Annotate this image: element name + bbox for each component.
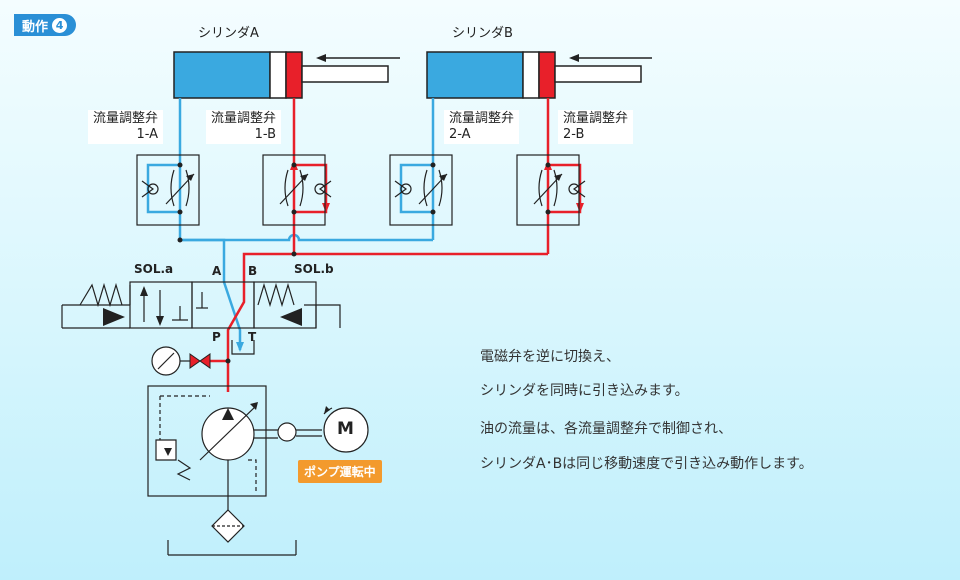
flow-valve-symbols: [136, 154, 586, 226]
cylinder-a: [173, 51, 400, 99]
step-number: 4: [52, 17, 68, 33]
flow-valve-2b-label: 流量調整弁 2-B: [558, 110, 634, 144]
junction-dots: [177, 162, 551, 364]
port-a-label: A: [212, 264, 222, 278]
port-b-label: B: [248, 264, 258, 278]
flow-valve-id: 2-A: [449, 127, 471, 142]
flow-valve-id: 2-B: [563, 127, 585, 142]
description-line-2: シリンダを同時に引き込みます。: [480, 383, 689, 399]
port-p-label: P: [212, 330, 221, 344]
cylinder-b: [426, 51, 652, 99]
flow-valve-2a-label: 流量調整弁 2-A: [444, 110, 520, 144]
solenoid-arrowheads: [103, 286, 302, 326]
tank-return: [231, 340, 255, 355]
flow-valve-arrowheads: [186, 174, 562, 181]
flow-valve-title: 流量調整弁: [93, 111, 159, 126]
cylinder-b-label: シリンダB: [452, 26, 513, 41]
description-line-4: シリンダA･Bは同じ移動速度で引き込み動作します。: [480, 456, 813, 472]
pump-unit: [147, 385, 369, 556]
flow-valve-title: 流量調整弁: [563, 111, 629, 126]
motor-label: M: [337, 419, 354, 439]
sol-a-label: SOL.a: [134, 262, 174, 276]
port-t-label: T: [248, 330, 257, 344]
flow-valve-id: 1-B: [254, 127, 277, 142]
pump-status-badge: ポンプ運転中: [298, 460, 382, 483]
step-badge: 動作 4: [14, 14, 77, 36]
pressure-lines: [210, 98, 582, 392]
cylinder-a-label: シリンダA: [198, 26, 259, 41]
description-line-3: 油の流量は、各流量調整弁で制御され、: [480, 421, 733, 437]
flow-valve-1a-label: 流量調整弁 1-A: [88, 110, 164, 144]
pressure-gauge: [151, 346, 190, 376]
flow-valve-title: 流量調整弁: [449, 111, 515, 126]
flow-valve-id: 1-A: [136, 127, 159, 142]
stop-valve: [189, 353, 211, 369]
description-line-1: 電磁弁を逆に切換え、: [480, 349, 620, 365]
solenoid-valve: [61, 281, 341, 329]
sol-b-label: SOL.b: [294, 262, 334, 276]
flow-valve-1b-label: 流量調整弁 1-B: [206, 110, 282, 144]
flow-valve-title: 流量調整弁: [211, 111, 277, 126]
step-badge-label: 動作: [22, 19, 49, 35]
